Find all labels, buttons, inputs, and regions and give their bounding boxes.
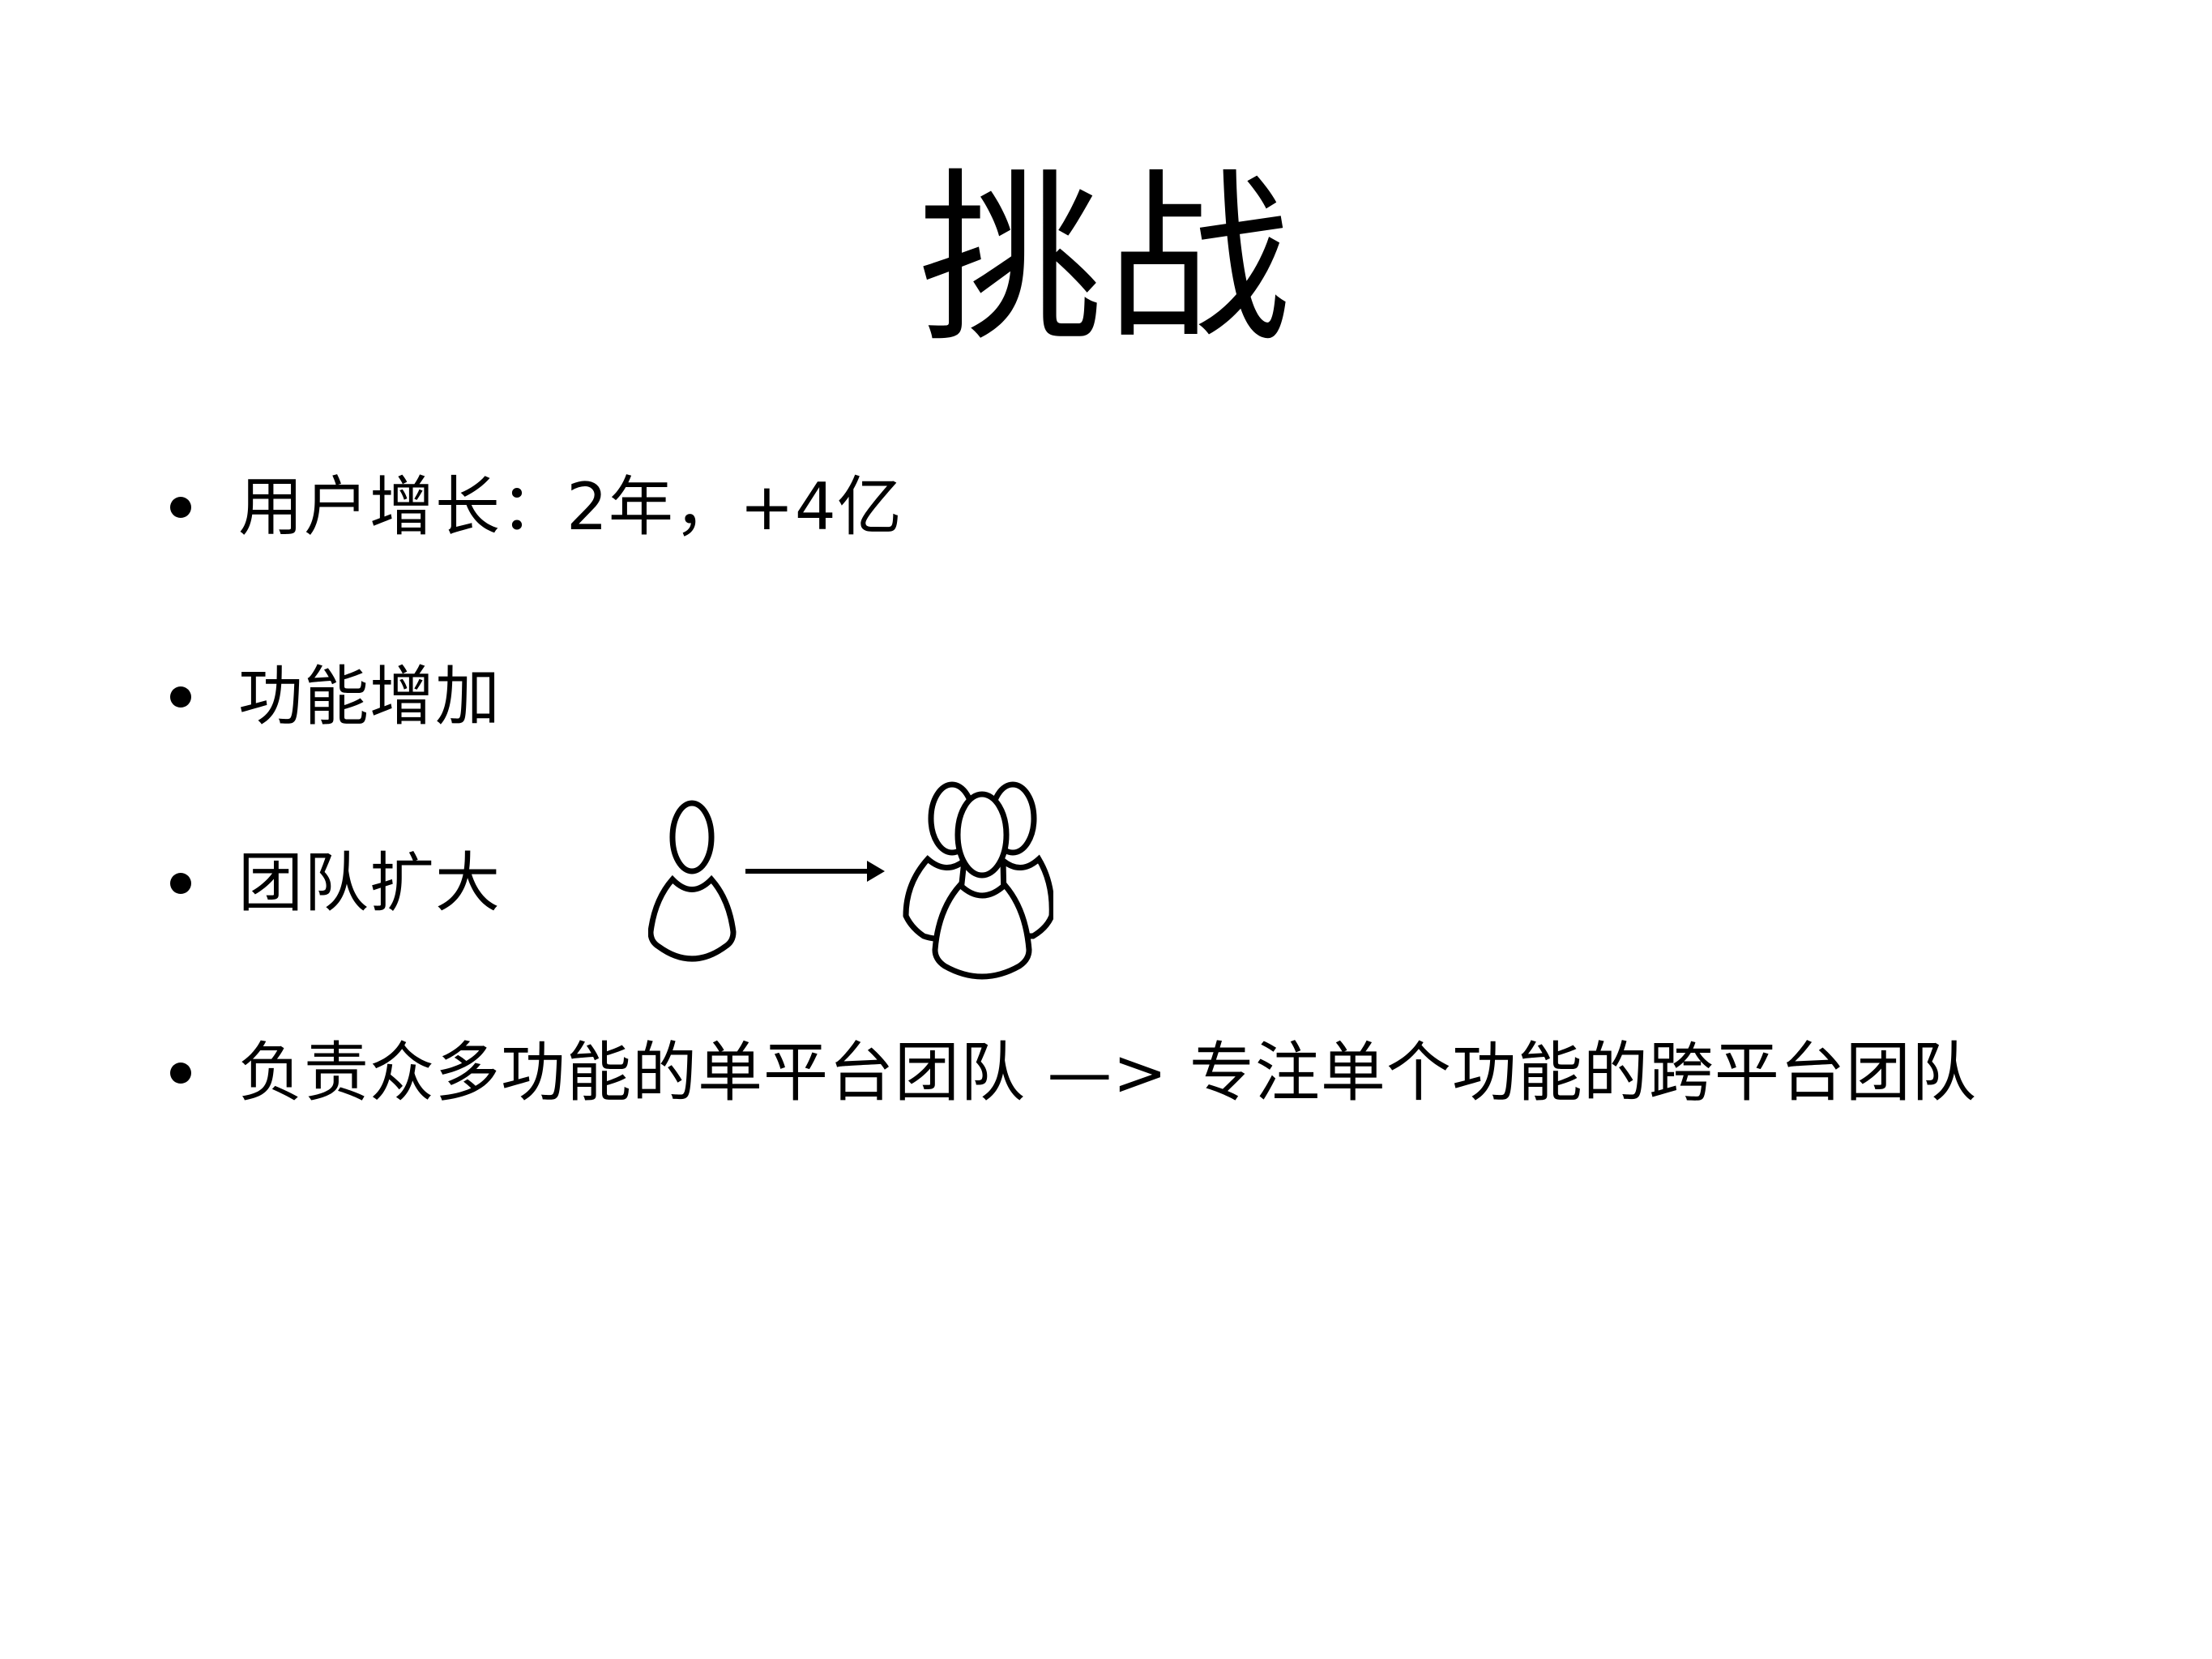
- bullet-item-feature-growth: 功能增加: [162, 648, 2026, 746]
- bullet-dot-icon: [170, 497, 191, 518]
- bullet-item-user-growth: 用户增长：2年，+4亿: [162, 459, 2026, 556]
- bullet-text: 用户增长：2年，+4亿: [238, 469, 903, 545]
- bullet-item-team-structure: 负责众多功能的单平台团队 —> 专注单个功能的跨平台团队: [162, 1024, 2026, 1122]
- bullet-text: 功能增加: [238, 659, 501, 734]
- team-growth-diagram: [648, 770, 1053, 989]
- bullet-text: 团队扩大: [238, 845, 501, 921]
- bullet-dot-icon: [170, 1063, 191, 1084]
- bullet-dot-icon: [170, 873, 191, 894]
- arrow-right-icon: [745, 861, 885, 882]
- single-person-icon: [648, 800, 737, 962]
- bullet-text: 负责众多功能的单平台团队 —> 专注单个功能的跨平台团队: [238, 1035, 1977, 1110]
- bullet-dot-icon: [170, 686, 191, 708]
- slide-title: 挑战: [918, 152, 1294, 367]
- group-people-icon: [903, 781, 1053, 980]
- bullet-item-team-expansion: 团队扩大: [162, 835, 2026, 932]
